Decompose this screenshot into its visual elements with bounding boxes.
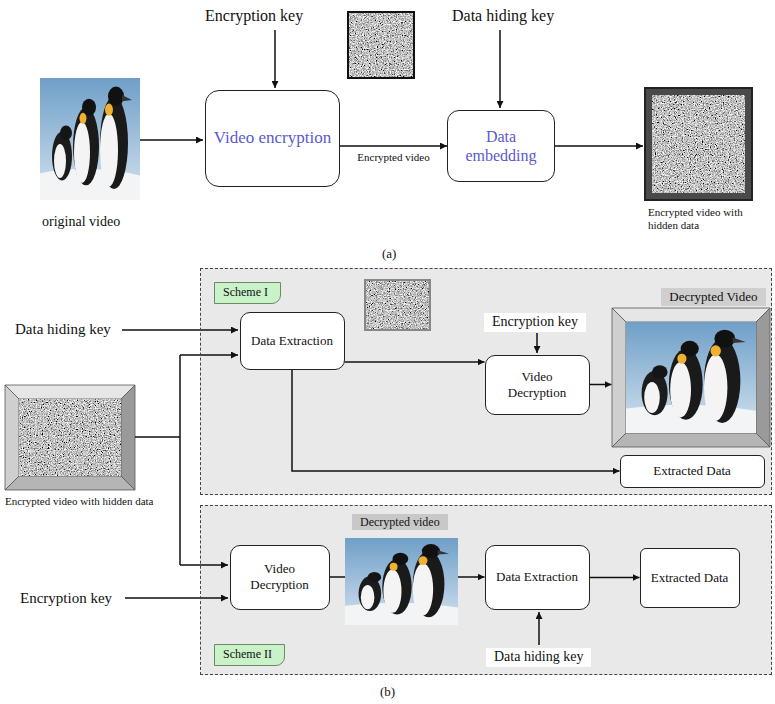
key-label: Data hiding key bbox=[15, 320, 111, 338]
box-label: Video Decryption bbox=[492, 369, 583, 400]
process-box: Video encryption bbox=[205, 90, 340, 187]
scheme-tag: Scheme II bbox=[214, 644, 285, 666]
decrypted-video-picture bbox=[626, 322, 756, 433]
picture-caption: Decrypted video bbox=[352, 514, 448, 530]
key-label: Encryption key bbox=[484, 313, 586, 332]
process-box: Data Extraction bbox=[485, 545, 590, 610]
frame-bevel bbox=[612, 308, 626, 447]
frame-bevel bbox=[612, 433, 770, 447]
key-arrow bbox=[536, 333, 538, 353]
flow-arrow bbox=[340, 145, 447, 147]
edge-label: Encrypted video bbox=[357, 151, 429, 163]
key-arrow bbox=[274, 30, 276, 88]
frame-heading: Decrypted Video bbox=[661, 288, 765, 307]
input-video-noise bbox=[19, 399, 121, 476]
frame-bevel bbox=[756, 308, 770, 447]
encrypted-frame-bg bbox=[365, 280, 430, 330]
decrypted-frame bbox=[612, 308, 770, 447]
scheme-panel: Scheme I Data ExtractionVideo Decryption D… bbox=[200, 268, 772, 495]
output-frame bbox=[645, 88, 752, 200]
frame-bevel bbox=[5, 385, 19, 490]
process-box: Video Decryption bbox=[485, 355, 590, 415]
box-label: Data Extraction bbox=[496, 569, 578, 585]
key-arrow bbox=[125, 597, 228, 599]
output-arrow bbox=[555, 145, 643, 147]
input-arrow bbox=[180, 354, 238, 356]
frame-bevel bbox=[5, 476, 135, 490]
video-frame: Decrypted Video bbox=[612, 288, 770, 447]
frame-bevel bbox=[612, 308, 770, 322]
picture-caption: Encrypted video with hidden data bbox=[5, 495, 175, 508]
decrypted-video-picture bbox=[345, 538, 458, 625]
process-box: Data embedding bbox=[447, 110, 555, 182]
flow-arrow bbox=[590, 384, 612, 386]
picture-caption: Encrypted video with hidden data bbox=[648, 206, 773, 232]
box-label: Video encryption bbox=[214, 128, 331, 148]
output-box: Extracted Data bbox=[640, 548, 740, 608]
key-label: Encryption key bbox=[20, 589, 112, 607]
output-box: Extracted Data bbox=[620, 455, 765, 488]
scheme-panel-ground bbox=[200, 268, 772, 495]
input-arrow bbox=[140, 139, 203, 141]
encrypted-hidden-noise bbox=[652, 95, 745, 193]
key-label: Data hiding key bbox=[452, 6, 554, 25]
key-arrow bbox=[499, 30, 501, 108]
key-label: Data hiding key bbox=[486, 648, 591, 667]
key-label: Encryption key bbox=[205, 6, 303, 25]
layout-arrows bbox=[122, 330, 539, 645]
frame-bevel bbox=[5, 385, 135, 399]
box-label: Video Decryption bbox=[237, 561, 323, 592]
frame-bevel bbox=[121, 385, 135, 490]
flow-arrow bbox=[345, 361, 485, 363]
key-arrow bbox=[122, 329, 238, 331]
encrypted-video-noise bbox=[349, 13, 413, 77]
input-frame bbox=[5, 385, 135, 490]
scheme-tag: Scheme I bbox=[214, 282, 281, 304]
box-label: Extracted Data bbox=[651, 570, 729, 586]
scheme-panel-ground bbox=[200, 505, 772, 675]
split-line bbox=[135, 355, 180, 565]
process-box: Data Extraction bbox=[240, 312, 345, 370]
extracted-video-noise bbox=[366, 281, 429, 329]
box-label: Extracted Data bbox=[653, 463, 731, 479]
picture-caption: original video bbox=[42, 214, 120, 231]
input-arrow bbox=[180, 564, 228, 566]
box-label: Data Extraction bbox=[251, 333, 333, 349]
process-box: Video Decryption bbox=[230, 545, 330, 610]
part-label: (a) bbox=[382, 246, 396, 262]
key-arrow bbox=[538, 612, 540, 645]
box-label: Data embedding bbox=[454, 127, 548, 165]
part-label: (b) bbox=[380, 684, 395, 700]
original-video-picture bbox=[40, 78, 140, 200]
flow-arrow bbox=[590, 577, 640, 579]
encrypted-frame-bg bbox=[348, 12, 414, 78]
